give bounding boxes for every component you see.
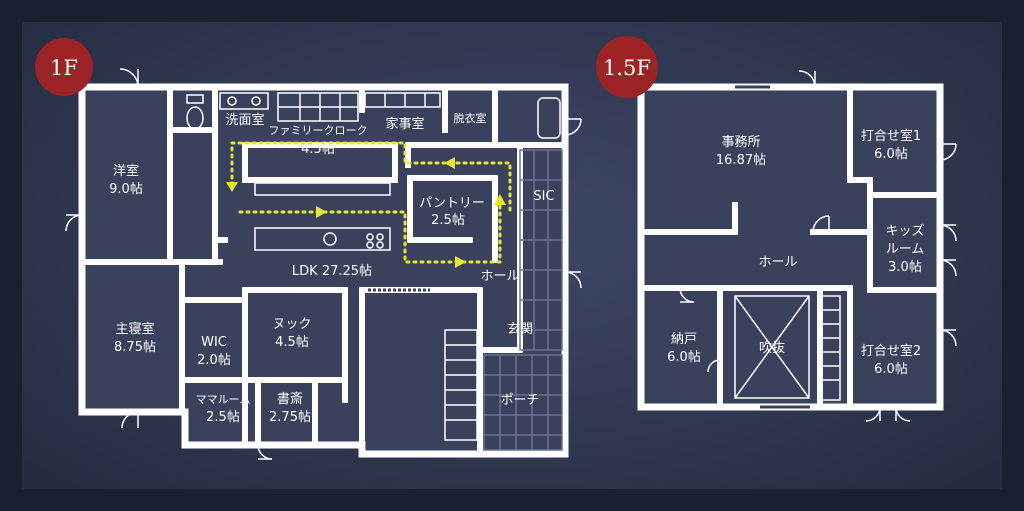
room-shushinshitsu-size: 8.75帖 bbox=[114, 340, 156, 355]
room-uchiawase2-size: 6.0帖 bbox=[874, 362, 908, 377]
room-uchiawase1-name: 打合せ室1 bbox=[861, 128, 921, 144]
room-senmenjo-name: 洗面室 bbox=[225, 112, 264, 128]
room-fukinuke-name: 吹抜 bbox=[759, 340, 785, 356]
room-genkan-name: 玄関 bbox=[507, 322, 533, 337]
floor-plan-stage: 1F 洋室 9.0帖 洗面室 ファミリークローク 4.5帖 家事室 脱衣室 パン… bbox=[22, 22, 1002, 489]
room-pantry-name: パントリー bbox=[419, 196, 485, 211]
f1-doors bbox=[65, 68, 582, 460]
room-shosai-size: 2.75帖 bbox=[269, 410, 311, 425]
f1-flow-arrows bbox=[226, 157, 506, 268]
room-wic-size: 2.0帖 bbox=[197, 353, 231, 368]
f15-footprint bbox=[637, 83, 944, 411]
room-jimusho-size: 16.87帖 bbox=[716, 153, 766, 168]
f15-room-labels: 事務所 16.87帖 打合せ室1 6.0帖 キッズ ルーム 3.0帖 ホール 納… bbox=[667, 128, 924, 377]
room-kids-size: 3.0帖 bbox=[888, 260, 922, 275]
f1-walls bbox=[79, 84, 568, 457]
room-family-closet-size: 4.5帖 bbox=[301, 142, 335, 157]
room-uchiawase2-name: 打合せ室2 bbox=[861, 343, 921, 359]
room-shushinshitsu-name: 主寝室 bbox=[115, 321, 154, 337]
f15-badge-label: 1.5F bbox=[603, 56, 651, 80]
floor-1f: 1F 洋室 9.0帖 洗面室 ファミリークローク 4.5帖 家事室 脱衣室 パン… bbox=[35, 38, 582, 460]
f15-doors bbox=[679, 70, 957, 422]
room-nukku-size: 4.5帖 bbox=[275, 335, 309, 350]
room-shosai-name: 書斎 bbox=[277, 391, 303, 407]
room-uchiawase1-size: 6.0帖 bbox=[874, 147, 908, 162]
f1-fixtures bbox=[186, 92, 563, 451]
room-datsuishitsu-name: 脱衣室 bbox=[454, 111, 487, 125]
room-yoshitsu-size: 9.0帖 bbox=[109, 182, 143, 197]
room-hall-name: ホール bbox=[480, 269, 519, 284]
room-mama-room-size: 2.5帖 bbox=[206, 410, 240, 425]
f15-badge: 1.5F bbox=[596, 36, 658, 98]
floor-15f: 1.5F 事務所 16.87帖 打合せ室1 6.0帖 キッズ ルーム 3.0帖 … bbox=[596, 36, 957, 422]
f15-walls bbox=[638, 84, 943, 410]
floor-plan-svg: 1F 洋室 9.0帖 洗面室 ファミリークローク 4.5帖 家事室 脱衣室 パン… bbox=[35, 36, 957, 460]
room-nando-name: 納戸 bbox=[671, 332, 697, 347]
room-ldk-name: LDK 27.25帖 bbox=[292, 264, 372, 279]
room-hall-15f-name: ホール bbox=[758, 255, 797, 270]
room-mama-room-name: ママルーム bbox=[196, 393, 251, 406]
room-nando-size: 6.0帖 bbox=[667, 350, 701, 365]
room-sic-name: SIC bbox=[533, 189, 554, 204]
room-porch-name: ポーチ bbox=[500, 393, 539, 408]
room-kids-name: キッズ bbox=[885, 223, 924, 239]
f1-room-labels: 洋室 9.0帖 洗面室 ファミリークローク 4.5帖 家事室 脱衣室 パントリー… bbox=[109, 111, 554, 425]
room-kajishitsu-name: 家事室 bbox=[385, 116, 424, 132]
room-yoshitsu-name: 洋室 bbox=[113, 163, 139, 179]
room-jimusho-name: 事務所 bbox=[721, 135, 760, 150]
room-kids-name2: ルーム bbox=[886, 242, 925, 257]
room-family-closet-name: ファミリークローク bbox=[269, 124, 368, 137]
f15-fixtures bbox=[734, 85, 841, 409]
room-wic-name: WIC bbox=[201, 335, 227, 350]
room-pantry-size: 2.5帖 bbox=[431, 213, 465, 228]
f1-flow-lines bbox=[230, 141, 512, 264]
room-nukku-name: ヌック bbox=[272, 317, 311, 332]
f1-badge-label: 1F bbox=[50, 56, 78, 80]
f1-badge: 1F bbox=[35, 38, 93, 96]
